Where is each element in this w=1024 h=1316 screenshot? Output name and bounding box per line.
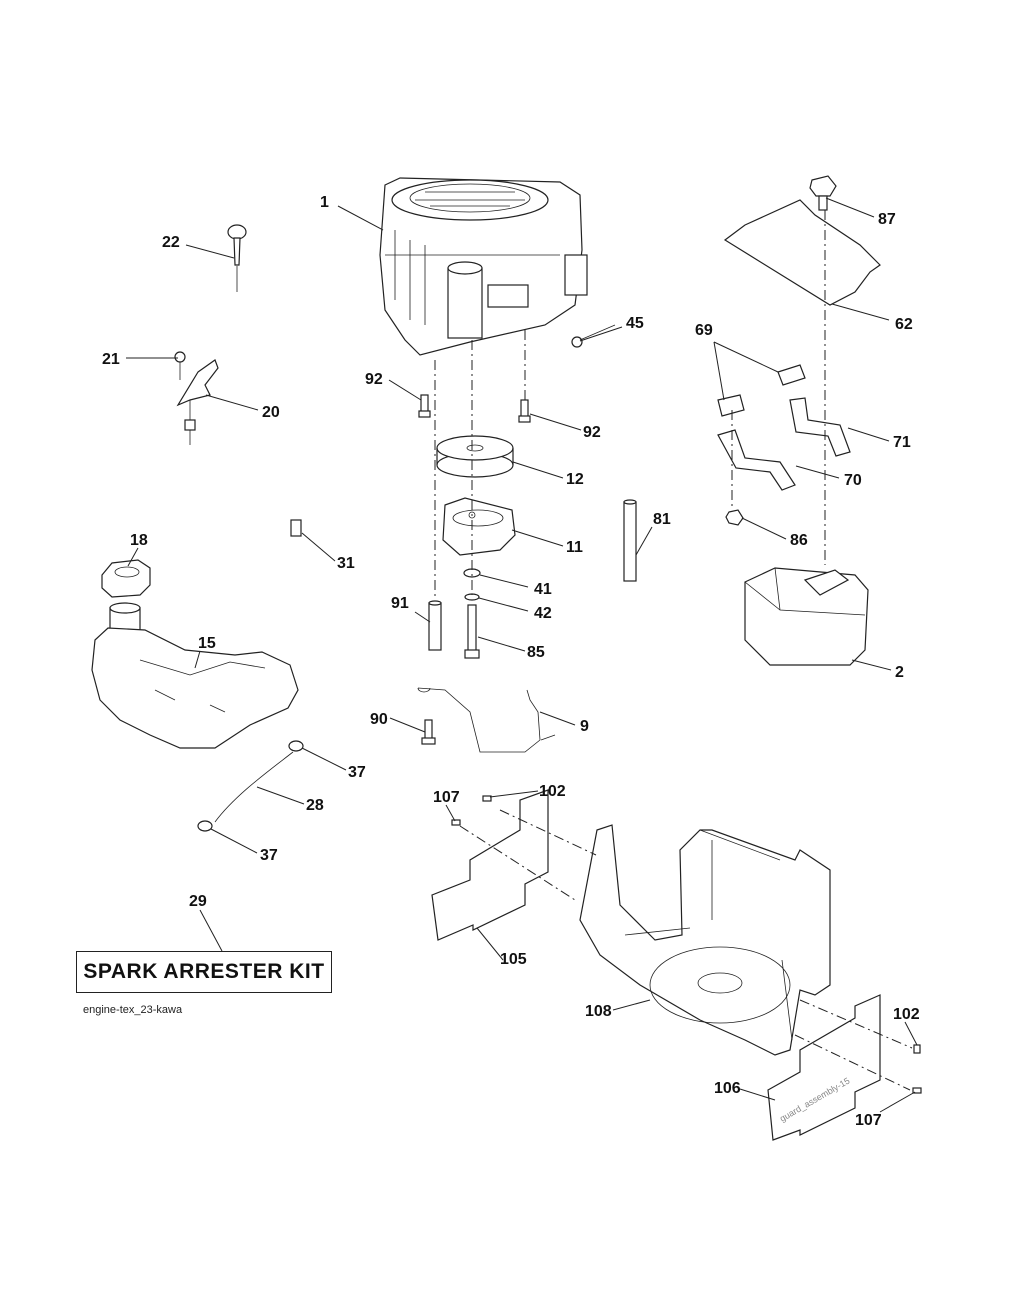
part-105: [431, 789, 549, 941]
part-86: [725, 509, 744, 526]
callout-107-lower: 107: [855, 1112, 882, 1129]
callout-69: 69: [695, 322, 713, 339]
callout-29: 29: [189, 893, 207, 910]
callout-20: 20: [262, 404, 280, 421]
callout-107-upper: 107: [433, 789, 460, 806]
part-62: [723, 199, 881, 306]
callout-11: 11: [566, 539, 583, 556]
callout-9: 9: [580, 718, 589, 735]
part-81: [623, 499, 637, 582]
callout-62: 62: [895, 316, 913, 333]
callout-31: 31: [337, 555, 355, 572]
callout-106: 106: [714, 1080, 741, 1097]
callout-102-lower: 102: [893, 1006, 920, 1023]
callout-18: 18: [130, 532, 148, 549]
part-12-pulley: [436, 435, 514, 478]
callout-90: 90: [370, 711, 388, 728]
callout-2: 2: [895, 664, 904, 681]
file-name-label: engine-tex_23-kawa: [83, 1004, 183, 1016]
part-70-71: [717, 397, 851, 491]
callout-92-upper: 92: [365, 371, 383, 388]
part-85: [464, 604, 480, 659]
fuel-tank-part: [91, 602, 299, 749]
part-92: [418, 394, 531, 423]
callout-105: 105: [500, 951, 527, 968]
callout-108: 108: [585, 1003, 612, 1020]
callout-45: 45: [626, 315, 644, 332]
muffler-part: [744, 567, 869, 666]
part-87: [809, 175, 837, 211]
callout-21: 21: [102, 351, 120, 368]
part-45: [571, 324, 616, 348]
callout-1: 1: [320, 194, 329, 211]
part-108-guard: [579, 824, 831, 1056]
part-18-cap: [101, 559, 151, 598]
part-28-37: [197, 740, 304, 832]
callout-81: 81: [653, 511, 671, 528]
center-lines: [434, 210, 913, 1091]
callout-12: 12: [566, 471, 584, 488]
callout-85: 85: [527, 644, 545, 661]
spark-arrester-kit-label: SPARK ARRESTER KIT: [76, 951, 332, 993]
callout-numbers: 1 22 87 62 45 69 21 20 92 92 71 12 70 81…: [102, 194, 920, 1129]
part-90: [421, 719, 436, 745]
leader-lines: [126, 197, 918, 1113]
part-9-rod: [417, 687, 556, 753]
callout-42: 42: [534, 605, 552, 622]
callout-15: 15: [198, 635, 216, 652]
callout-37-lower: 37: [260, 847, 278, 864]
part-102-107: [451, 795, 922, 1094]
callout-71: 71: [893, 434, 911, 451]
part-91: [428, 600, 442, 651]
engine-part: [379, 177, 588, 356]
callout-28: 28: [306, 797, 324, 814]
callout-41: 41: [534, 581, 552, 598]
callout-92-lower: 92: [583, 424, 601, 441]
part-11-clutch: [442, 497, 516, 556]
part-20-21: [174, 351, 219, 445]
part-69: [717, 364, 806, 417]
part-31: [290, 519, 302, 537]
callout-37-upper: 37: [348, 764, 366, 781]
part-106: [767, 994, 881, 1141]
callout-91: 91: [391, 595, 409, 612]
callout-102-upper: 102: [539, 783, 566, 800]
callout-22: 22: [162, 234, 180, 251]
callout-86: 86: [790, 532, 808, 549]
part-22: [227, 224, 247, 292]
callout-70: 70: [844, 472, 862, 489]
callout-87: 87: [878, 211, 896, 228]
part-41-42: [463, 568, 481, 601]
